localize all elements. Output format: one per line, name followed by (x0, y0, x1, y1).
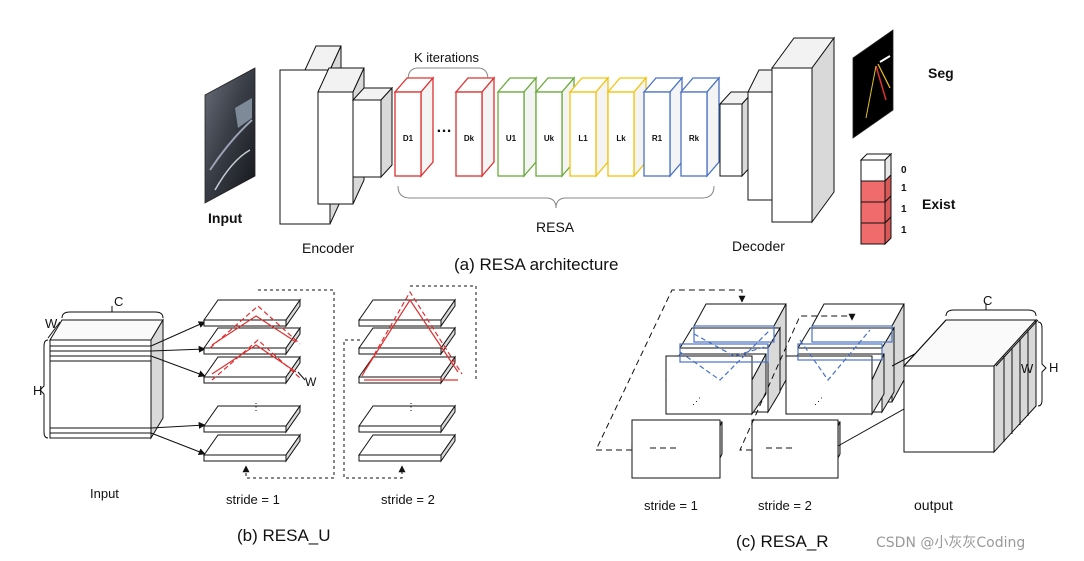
input-feature-cube (49, 318, 164, 440)
stride1-label-b: stride = 1 (226, 492, 280, 507)
resa-block-lk: Lk (606, 76, 648, 178)
stride2-label-b: stride = 2 (381, 492, 435, 507)
feature-slice-slab (358, 404, 456, 434)
watermark: CSDN @小灰灰Coding (876, 535, 1025, 551)
c-dimension-brace (61, 306, 164, 319)
stride1-red-triangles (209, 305, 301, 381)
seg-output-image (852, 29, 894, 139)
feature-slice-slab (358, 355, 456, 385)
output-c-label: C (983, 293, 992, 308)
seg-label: Seg (928, 65, 954, 81)
stride2-dots-r: ⋰ (814, 396, 823, 406)
w-small-label: W (305, 375, 317, 389)
stride2-label-c: stride = 2 (758, 498, 812, 513)
output-c-brace (945, 304, 1037, 317)
stride2-feedback-loop-right (410, 285, 477, 380)
resa-block-l1: L1 (568, 76, 610, 178)
resa-r-panel: ⋰ stride = 1 ⋰ stride = 2 (595, 289, 1058, 551)
decoder-label: Decoder (732, 238, 785, 254)
h-dimension-brace (39, 339, 49, 439)
exist-value-0: 0 (901, 165, 907, 176)
resa-block-label: D1 (403, 134, 414, 143)
stride1-r-feedback-loop (595, 289, 746, 451)
stride1-plane-stack (631, 303, 787, 479)
resa-block-label: Rk (689, 134, 700, 143)
h-label: H (33, 383, 42, 398)
exist-cell (859, 152, 893, 183)
exist-label: Exist (922, 196, 956, 212)
input-road-image (204, 67, 256, 204)
resa-block-rk: Rk (679, 76, 721, 178)
w-arrow (297, 371, 306, 381)
input-label-b: Input (90, 486, 119, 501)
resa-label: RESA (536, 219, 575, 235)
w-label: W (45, 316, 58, 331)
feature-slice-slab (358, 433, 456, 463)
resa-block-label: Dk (464, 134, 475, 143)
feature-slice-slab (203, 355, 301, 385)
output-h-brace (1037, 321, 1047, 407)
stride2-feedback-loop-left (343, 339, 406, 479)
resa-block-d1: D1 (393, 76, 435, 178)
input-label: Input (208, 210, 243, 226)
resa-block-r1: R1 (642, 76, 684, 178)
feature-slice-slab (203, 433, 301, 463)
resa-block-uk: Uk (534, 76, 576, 178)
resa-u-panel: C W H Input W ⋮ stride = 1 (33, 285, 477, 545)
stride2-r-feedback-loop (739, 313, 856, 451)
resa-block-label: R1 (652, 134, 663, 143)
exist-value-1: 1 (901, 183, 907, 194)
caption-a: (a) RESA architecture (454, 255, 618, 274)
feature-slice-slab (203, 298, 301, 328)
resa-block-label: Uk (544, 134, 555, 143)
stride2-dots: ⋮ (406, 402, 416, 413)
resa-brace (397, 185, 715, 209)
ellipsis-label: … (436, 119, 452, 136)
resa-block-label: L1 (578, 134, 588, 143)
output-feature-cube (902, 318, 1039, 454)
stride1-feedback-loop (242, 289, 335, 479)
stride1-blue-highlights (679, 325, 775, 381)
c-label: C (114, 294, 123, 309)
stride2-slab-stack (358, 298, 456, 463)
decoder-block-3 (771, 36, 835, 224)
output-w-label: W (1021, 361, 1034, 376)
exist-value-2: 1 (901, 204, 907, 215)
resa-block-label: Lk (616, 134, 626, 143)
exist-cell (860, 215, 892, 246)
encoder-block-3 (351, 86, 394, 179)
stride1-label-c: stride = 1 (644, 498, 698, 513)
output-h-label: H (1049, 360, 1058, 375)
caption-b: (b) RESA_U (237, 526, 331, 545)
stride1-slab-stack (203, 298, 301, 463)
encoder-label: Encoder (302, 240, 354, 256)
resa-block-u1: U1 (496, 76, 538, 178)
stride2-red-triangle (361, 290, 463, 381)
caption-c: (c) RESA_R (736, 532, 829, 551)
stride1-dots: ⋮ (251, 402, 261, 413)
resa-block-dk: Dk (454, 76, 496, 178)
input-to-slice-arrows (150, 321, 206, 455)
stride1-dots-r: ⋰ (692, 396, 701, 406)
resa-block-label: U1 (506, 134, 517, 143)
k-iterations-label: K iterations (414, 50, 480, 65)
stride2-blue-highlights (797, 325, 893, 381)
feature-slice-slab (358, 298, 456, 328)
resa-blocks: D1 Dk U1 Uk L1 Lk R1 Rk (393, 76, 721, 178)
output-label: output (914, 497, 953, 513)
exist-value-3: 1 (901, 225, 907, 236)
exist-vector (859, 152, 893, 246)
w-dimension-brace (47, 321, 61, 339)
stride2-plane-stack (751, 303, 905, 479)
k-iterations-bracket (407, 67, 489, 81)
feature-slice-slab (203, 404, 301, 434)
